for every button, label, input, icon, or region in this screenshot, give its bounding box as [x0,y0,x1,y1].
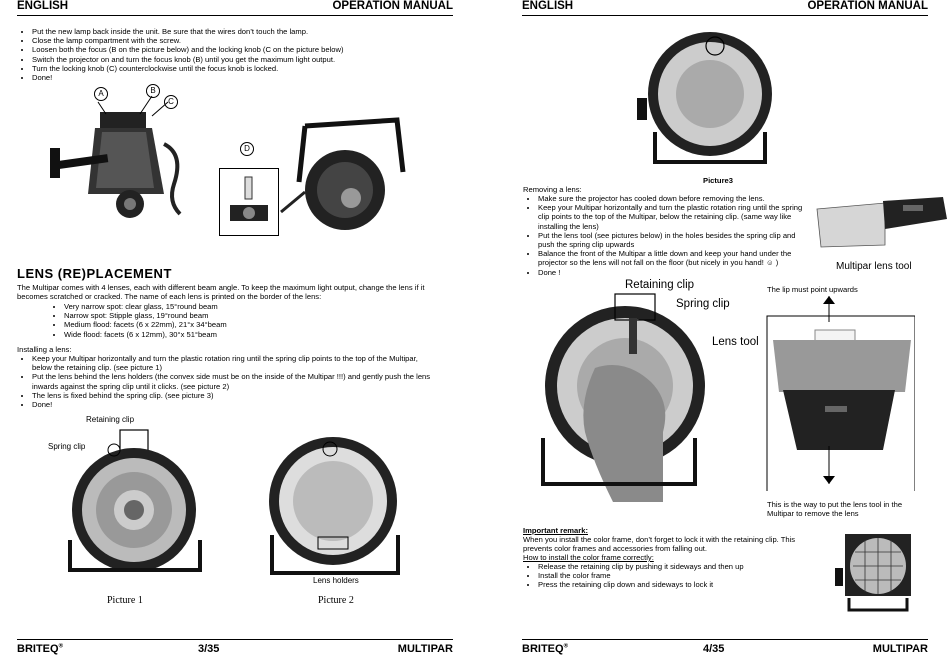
lens-type-item: Very narrow spot: clear glass, 15°round … [64,302,400,311]
lip-instruction: The lip must point upwards [767,285,858,294]
footer-brand: BRITEQ® [17,643,63,655]
howto-step-item: Press the retaining clip down and sidewa… [538,580,814,589]
footer-brand: BRITEQ® [522,643,568,655]
picture-1-caption: Picture 1 [107,595,143,606]
removing-step-item: Balance the front of the Multipar a litt… [538,249,806,267]
label-spring-clip: Spring clip [676,298,730,310]
installing-step-item: Keep your Multipar horizontally and turn… [32,354,433,372]
lamp-steps-list: Put the new lamp back inside the unit. B… [18,27,448,82]
picture-3-image [637,32,772,164]
lens-intro: The Multipar comes with 4 lenses, each w… [17,283,425,302]
lamp-step-item: Loosen both the focus (B on the picture … [32,45,448,54]
projector-side-image [50,95,182,218]
page-footer: BRITEQ® 3/35 MULTIPAR [17,639,453,655]
installing-step-item: Done! [32,400,433,409]
lens-type-item: Narrow spot: Stipple glass, 19°round bea… [64,311,400,320]
lens-tool-image [816,197,947,248]
important-remark-text: When you install the color frame, don’t … [523,535,796,554]
lamp-steps: Put the new lamp back inside the unit. B… [18,27,448,82]
right-page: ENGLISH OPERATION MANUAL Picture3 Removi… [475,0,950,655]
section-title: LENS (RE)PLACEMENT [17,266,172,281]
removing-title: Removing a lens: [523,185,582,194]
page-footer: BRITEQ® 4/35 MULTIPAR [522,639,928,655]
installing-steps: Keep your Multipar horizontally and turn… [18,354,433,409]
callout-d: D [240,142,254,156]
lens-type-item: Medium flood: facets (6 x 22mm), 21°x 34… [64,320,400,329]
howto-title: How to install the color frame correctly… [523,553,654,562]
hand-removing-lens-image [541,293,705,502]
lamp-step-item: Close the lamp compartment with the scre… [32,36,448,45]
removing-step-item: Keep your Multipar horizontally and turn… [538,203,806,231]
removing-step-item: Done ! [538,268,806,277]
page-header: ENGLISH OPERATION MANUAL [17,0,453,16]
header-title: OPERATION MANUAL [332,0,453,12]
footer-page-number: 4/35 [703,643,725,655]
lens-types: Very narrow spot: clear glass, 15°round … [50,302,400,339]
important-remark-title: Important remark: [523,526,588,535]
footer-page-number: 3/35 [198,643,220,655]
label-lens-tool: Lens tool [712,336,759,348]
picture-1-image [68,429,202,572]
lamp-step-item: Done! [32,73,448,82]
label-retaining-clip: Retaining clip [625,279,695,291]
lamp-step-item: Turn the locking knob (C) counterclockwi… [32,64,448,73]
lamp-step-item: Put the new lamp back inside the unit. B… [32,27,448,36]
lens-tool-insertion-diagram [766,296,915,491]
left-page: ENGLISH OPERATION MANUAL Put the new lam… [0,0,475,655]
lens-types-list: Very narrow spot: clear glass, 15°round … [50,302,400,339]
callout-c: C [164,95,178,109]
installing-step-item: Put the lens behind the lens holders (th… [32,372,433,390]
removing-steps: Make sure the projector has cooled down … [524,194,806,277]
projector-open-image [280,117,406,230]
howto-step-item: Install the color frame [538,571,814,580]
installing-steps-list: Keep your Multipar horizontally and turn… [18,354,433,409]
label-spring-clip: Spring clip [48,442,86,451]
footer-product: MULTIPAR [397,643,453,655]
installing-title: Installing a lens: [17,345,72,354]
removing-step-item: Put the lens tool (see pictures below) i… [538,231,806,249]
header-language: ENGLISH [17,0,69,12]
lens-type-item: Wide flood: facets (6 x 12mm), 30°x 51°b… [64,330,400,339]
lamp-detail-box [219,168,279,236]
color-frame-image [835,534,911,612]
lens-tool-usage-note: This is the way to put the lens tool in … [767,500,903,519]
howto-steps-list: Release the retaining clip by pushing it… [524,562,814,590]
header-title: OPERATION MANUAL [807,0,928,12]
header-language: ENGLISH [522,0,574,12]
installing-step-item: The lens is fixed behind the spring clip… [32,391,433,400]
callout-a: A [94,87,108,101]
lens-tool-caption: Multipar lens tool [836,261,912,272]
removing-steps-list: Make sure the projector has cooled down … [524,194,806,277]
label-retaining-clip: Retaining clip [86,415,135,424]
howto-step-item: Release the retaining clip by pushing it… [538,562,814,571]
callout-b: B [146,84,160,98]
page-header: ENGLISH OPERATION MANUAL [522,0,928,16]
lamp-step-item: Switch the projector on and turn the foc… [32,55,448,64]
picture-2-image [269,437,400,575]
removing-step-item: Make sure the projector has cooled down … [538,194,806,203]
picture-3-caption: Picture3 [703,176,733,185]
picture-2-caption: Picture 2 [318,595,354,606]
footer-product: MULTIPAR [872,643,928,655]
howto-steps: Release the retaining clip by pushing it… [524,562,814,590]
label-lens-holders: Lens holders [313,576,359,585]
